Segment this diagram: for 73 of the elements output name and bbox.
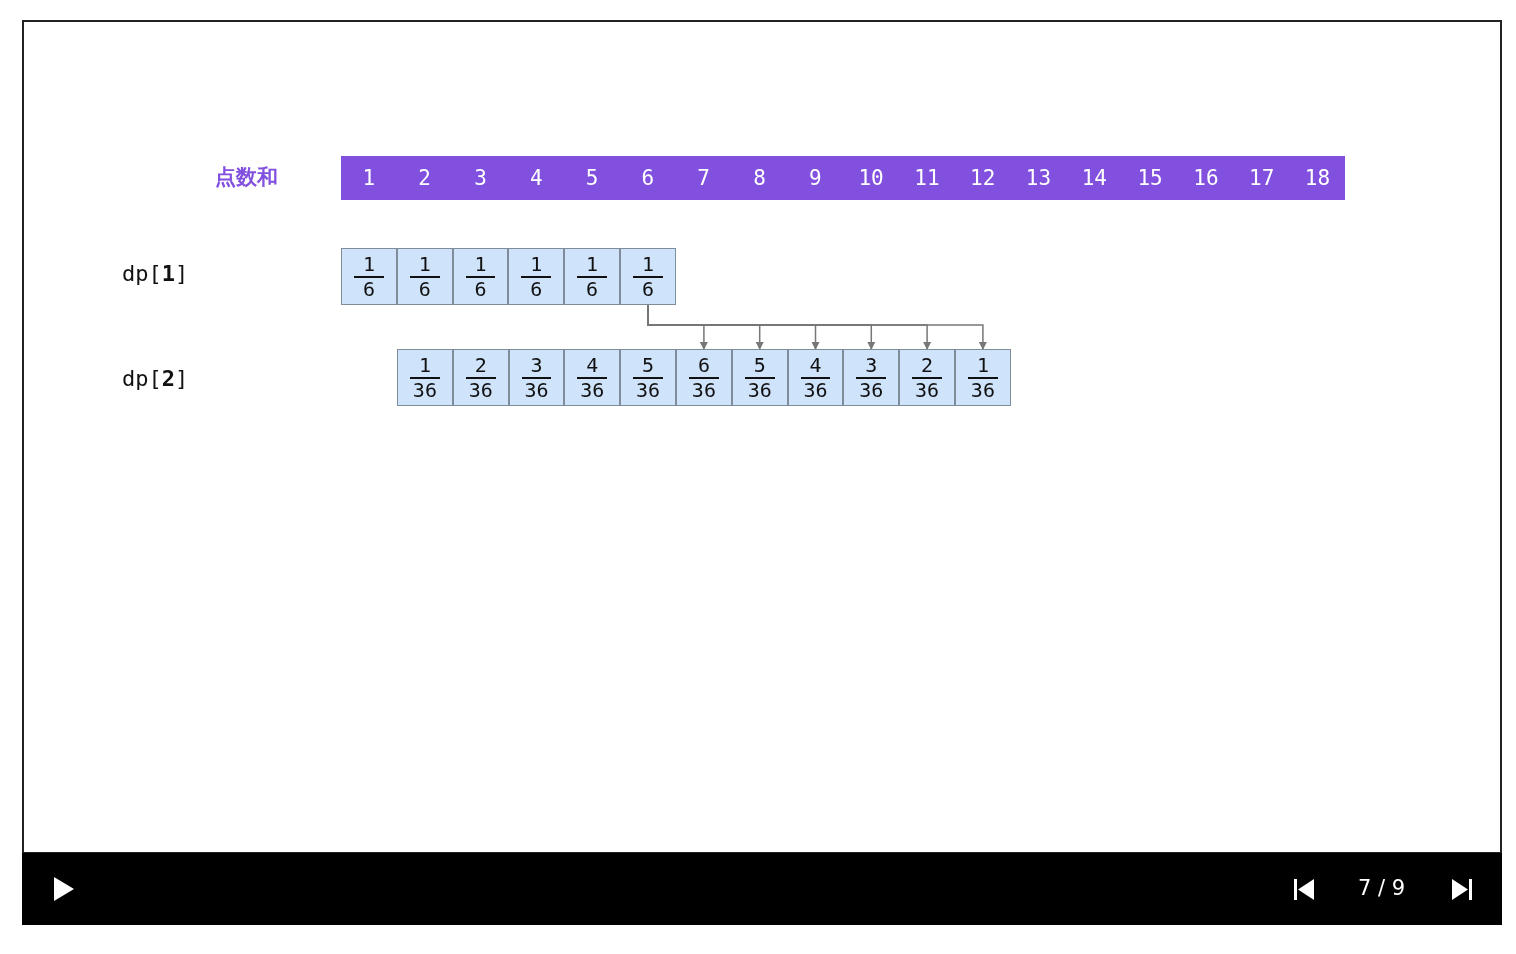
numerator: 1 (418, 354, 431, 376)
numerator: 5 (642, 354, 655, 376)
fraction-cell (843, 349, 900, 406)
fraction-cell (620, 248, 676, 305)
denominator: 36 (524, 379, 549, 401)
array-cell: 14 (1066, 156, 1123, 200)
numerator: 2 (921, 354, 934, 376)
array-cell: 9 (787, 156, 844, 200)
denominator: 6 (418, 278, 431, 300)
fraction-cell (452, 349, 509, 406)
array-cell: 6 (620, 156, 676, 200)
denominator: 36 (915, 379, 940, 401)
row-heading: 点数和 (215, 164, 278, 191)
array-cell: 7 (675, 156, 732, 200)
array-cell: 3 (452, 156, 509, 200)
denominator: 6 (586, 278, 599, 300)
fraction-cell (564, 248, 620, 305)
numerator: 3 (530, 354, 543, 376)
denominator: 36 (412, 379, 437, 401)
denominator: 36 (747, 379, 772, 401)
row-label: dp[2] (122, 366, 189, 391)
array-cell: 16 (1178, 156, 1234, 200)
numerator: 4 (809, 354, 822, 376)
fraction-cell (676, 349, 732, 406)
denominator: 36 (636, 379, 661, 401)
numerator: 1 (418, 253, 431, 275)
numerator: 5 (753, 354, 766, 376)
page-counter: 7 / 9 (1358, 876, 1406, 900)
numerator: 1 (362, 253, 375, 275)
fraction-cell (564, 349, 621, 406)
fraction-cell (508, 349, 565, 406)
array-cell: 2 (396, 156, 453, 200)
denominator: 36 (580, 379, 605, 401)
fraction-cell (452, 248, 509, 305)
denominator: 6 (530, 278, 543, 300)
numerator: 4 (586, 354, 599, 376)
fraction-cell (397, 349, 453, 406)
fraction-cell (620, 349, 676, 406)
denominator: 6 (641, 278, 654, 300)
array-cell: 5 (564, 156, 620, 200)
fraction-cell (508, 248, 565, 305)
array-cell: 18 (1289, 156, 1346, 200)
fraction-cell (731, 349, 788, 406)
array-cell: 4 (508, 156, 565, 200)
array-cell: 13 (1010, 156, 1067, 200)
fraction-cell (899, 349, 955, 406)
denominator: 36 (691, 379, 716, 401)
fraction-cell (787, 349, 844, 406)
numerator: 1 (530, 253, 543, 275)
row-label: dp[1] (122, 261, 189, 286)
denominator: 36 (803, 379, 828, 401)
denominator: 36 (970, 379, 995, 401)
array-cell: 8 (731, 156, 788, 200)
fraction-cell (396, 248, 453, 305)
fraction-cell (955, 349, 1011, 406)
numerator: 2 (474, 354, 487, 376)
numerator: 1 (641, 253, 654, 275)
numerator: 3 (865, 354, 878, 376)
array-cell: 15 (1122, 156, 1178, 200)
denominator: 36 (468, 379, 493, 401)
denominator: 6 (362, 278, 375, 300)
array-cell: 11 (899, 156, 955, 200)
numerator: 6 (697, 354, 710, 376)
fraction-cell (341, 248, 397, 305)
array-cell: 1 (341, 156, 397, 200)
denominator: 6 (474, 278, 487, 300)
numerator: 1 (976, 354, 989, 376)
array-cell: 10 (843, 156, 899, 200)
array-cell: 17 (1233, 156, 1290, 200)
numerator: 1 (474, 253, 487, 275)
numerator: 1 (586, 253, 599, 275)
array-cell: 12 (954, 156, 1011, 200)
denominator: 36 (859, 379, 884, 401)
